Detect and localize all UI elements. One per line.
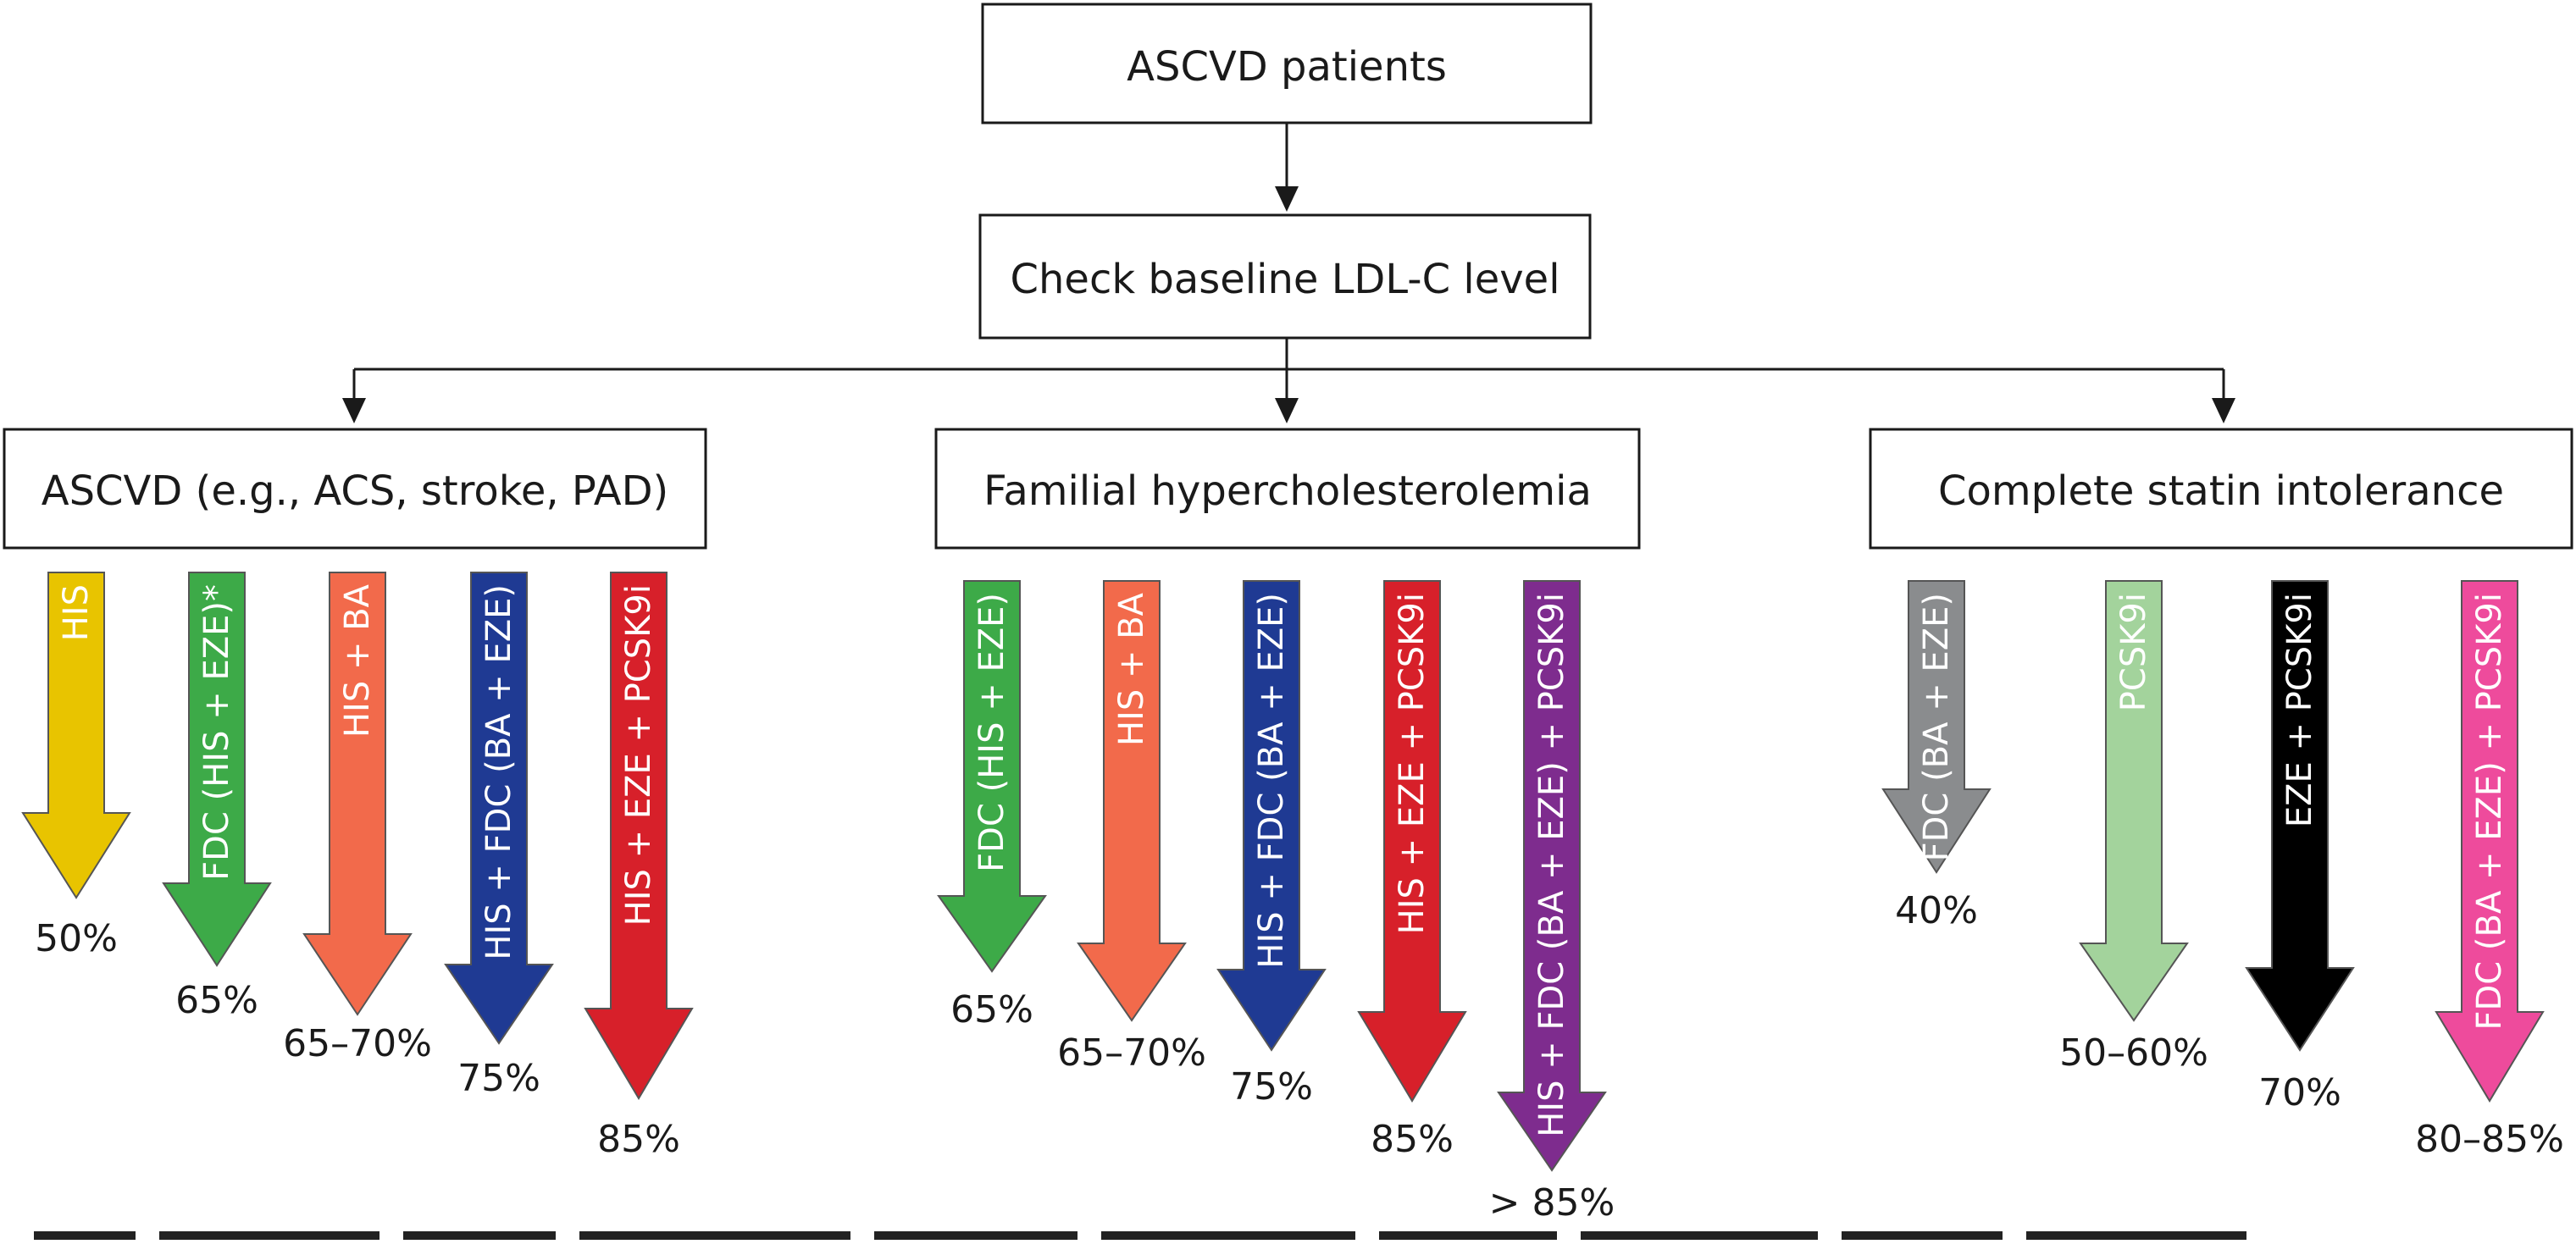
ldl-reduction-label: 75%: [457, 1057, 540, 1100]
treatment-arrow: EZE + PCSK9i 70%: [2245, 580, 2355, 1114]
treatment-arrow: FDC (BA + EZE) 40%: [1881, 580, 1992, 932]
treatment-arrow-shape: [302, 572, 413, 1016]
group-box-ascvd-label: ASCVD (e.g., ACS, stroke, PAD): [42, 467, 669, 515]
treatment-arrow-label: HIS + FDC (BA + EZE): [1252, 593, 1291, 969]
treatment-arrow-shape: [1357, 580, 1467, 1103]
treatment-arrow-shape: [1216, 580, 1327, 1052]
ldl-reduction-label: 65%: [950, 988, 1033, 1031]
treatment-arrow-shape: [21, 572, 131, 899]
middle-box: Check baseline LDL-C level: [978, 213, 1592, 340]
treatment-arrow-shape: [2245, 580, 2355, 1052]
top-box: ASCVD patients: [981, 3, 1593, 124]
group-box-familial: Familial hypercholesterolemia: [934, 428, 1641, 550]
treatment-arrow-label: HIS + BA: [1112, 592, 1151, 746]
group-box-ascvd: ASCVD (e.g., ACS, stroke, PAD): [3, 428, 707, 550]
treatment-arrow-label: PCSK9i: [2114, 593, 2153, 711]
treatment-arrow-shape: [2079, 580, 2189, 1022]
treatment-arrow: FDC (BA + EZE) + PCSK9i 80–85%: [2415, 580, 2564, 1161]
treatment-arrow-label: FDC (HIS + EZE)*: [197, 584, 236, 881]
treatment-arrow: PCSK9i 50–60%: [2059, 580, 2208, 1075]
ldl-reduction-label: 80–85%: [2415, 1118, 2564, 1161]
treatment-arrow: HIS + EZE + PCSK9i 85%: [1357, 580, 1467, 1161]
treatment-arrow: HIS + EZE + PCSK9i 85%: [584, 572, 694, 1161]
treatment-arrow: HIS + FDC (BA + EZE) 75%: [1216, 580, 1327, 1109]
caption-text-cutoff: [34, 1225, 2541, 1244]
treatment-arrow-shape: [1881, 580, 1992, 874]
connector-top-middle: [1275, 123, 1299, 212]
middle-box-label: Check baseline LDL-C level: [1010, 256, 1559, 303]
treatment-arrow: HIS 50%: [21, 572, 131, 960]
ldl-reduction-label: 85%: [597, 1118, 680, 1161]
treatment-arrow-label: HIS + EZE + PCSK9i: [1393, 593, 1432, 934]
treatment-arrow-label: HIS + BA: [338, 583, 377, 738]
top-box-label: ASCVD patients: [1127, 43, 1447, 91]
treatment-arrow: HIS + FDC (BA + EZE) 75%: [444, 572, 554, 1100]
treatment-arrow-label: HIS: [57, 584, 96, 641]
treatment-arrow-shape: [937, 580, 1047, 973]
ldl-reduction-label: 65%: [175, 979, 258, 1022]
ldl-reduction-label: 65–70%: [283, 1022, 432, 1065]
treatment-arrow-label: FDC (BA + EZE) + PCSK9i: [2470, 593, 2509, 1031]
treatment-arrow: FDC (HIS + EZE) 65%: [937, 580, 1047, 1031]
ldl-reduction-label: 40%: [1895, 889, 1978, 932]
ldl-reduction-label: 70%: [2258, 1071, 2341, 1114]
treatment-arrow-label: FDC (HIS + EZE): [972, 593, 1011, 872]
ldl-reduction-label: 50–60%: [2059, 1031, 2208, 1075]
treatment-arrow-label: FDC (BA + EZE): [1917, 593, 1956, 861]
treatment-arrow-shape: [2435, 580, 2545, 1103]
treatment-arrow-label: HIS + FDC (BA + EZE) + PCSK9i: [1532, 593, 1571, 1137]
ldl-reduction-label: 75%: [1230, 1065, 1313, 1109]
group-box-statin-intolerance: Complete statin intolerance: [1869, 428, 2573, 550]
ldl-reduction-label: 65–70%: [1057, 1031, 1206, 1075]
ldl-reduction-label: 50%: [35, 917, 118, 960]
treatment-arrow: HIS + FDC (BA + EZE) + PCSK9i > 85%: [1489, 580, 1615, 1225]
treatment-arrow: HIS + BA 65–70%: [283, 572, 432, 1065]
treatment-arrow-label: EZE + PCSK9i: [2280, 593, 2319, 827]
treatment-arrow-shape: [162, 572, 272, 967]
treatment-arrow-shape: [584, 572, 694, 1100]
treatment-arrow-label: HIS + EZE + PCSK9i: [619, 584, 658, 926]
treatment-arrow: HIS + BA 65–70%: [1057, 580, 1206, 1075]
treatment-arrow-shape: [1077, 580, 1187, 1022]
group-box-familial-label: Familial hypercholesterolemia: [983, 467, 1592, 515]
connector-middle-groups: [342, 338, 2235, 423]
treatment-arrow-label: HIS + FDC (BA + EZE): [479, 584, 518, 960]
treatment-arrow-shape: [1497, 580, 1607, 1172]
ldl-reduction-label: > 85%: [1489, 1181, 1615, 1225]
treatment-arrow: FDC (HIS + EZE)* 65%: [162, 572, 272, 1022]
ldl-reduction-label: 85%: [1371, 1118, 1454, 1161]
treatment-arrow-shape: [444, 572, 554, 1045]
group-box-statin-intolerance-label: Complete statin intolerance: [1938, 467, 2504, 515]
